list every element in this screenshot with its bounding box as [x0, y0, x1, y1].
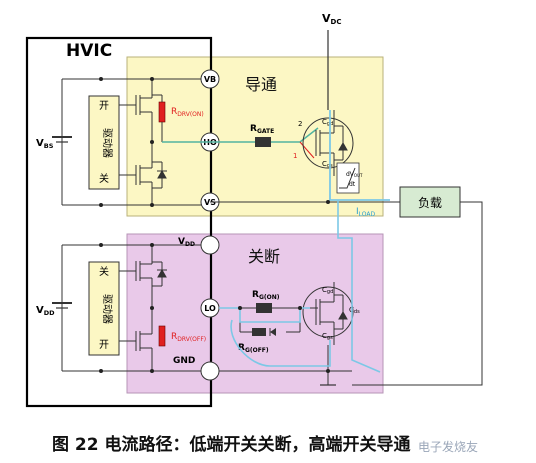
- low-cgd-label: Cgd: [322, 286, 333, 295]
- high-side-title: 导通: [245, 75, 277, 94]
- high-driver-transistors: [119, 79, 167, 205]
- low-driver-off: 关: [99, 265, 109, 278]
- iload-label: ILOAD: [356, 207, 376, 218]
- watermark: 电子发烧友: [418, 440, 479, 454]
- low-driver-transistors: [119, 245, 167, 371]
- pin-gnd-circle: [200, 361, 220, 381]
- rg-on-resistor: [256, 303, 272, 313]
- hvic-label: HVIC: [66, 41, 112, 61]
- arrow-1-label: 1: [293, 152, 297, 160]
- high-driver-box: [88, 95, 120, 190]
- pin-vb-circle: [200, 69, 220, 89]
- low-driver-on: 开: [99, 340, 109, 351]
- figure-caption: 图 22 电流路径：低端开关关断，高端开关导通: [52, 435, 411, 455]
- high-driver-on: 开: [99, 101, 109, 112]
- high-rdrv-resistor: [158, 101, 166, 123]
- pin-lo-label: LO: [204, 304, 216, 313]
- dvdt-num: dVOUT: [346, 171, 363, 178]
- low-side-title: 关断: [248, 247, 280, 266]
- pin-gnd-label: GND: [173, 356, 195, 366]
- pin-vdd-circle: [200, 235, 220, 255]
- rg-on-label: RG(ON): [252, 290, 280, 301]
- high-driver-name: 驱动器: [101, 128, 113, 158]
- load-return-wire: [352, 201, 483, 386]
- rgate-resistor: [255, 137, 271, 147]
- vbs-label: VBS: [36, 138, 54, 150]
- rg-off-label: RG(OFF): [238, 343, 269, 354]
- rgate-label: RGATE: [250, 124, 274, 135]
- vdd-left-label: VDD: [36, 305, 55, 317]
- low-rdrv-label: RDRV(OFF): [171, 332, 206, 343]
- pin-vb-label: VB: [204, 75, 216, 84]
- hvic-outline: [25, 36, 213, 408]
- vdc-label: VDC: [322, 12, 341, 26]
- rg-off-resistor: [252, 328, 266, 336]
- high-rdrv-label: RDRV(ON): [171, 107, 204, 118]
- dvdt-den: dt: [349, 181, 356, 188]
- low-driver-box: [88, 261, 120, 356]
- load-box: [399, 186, 461, 218]
- low-side-block: [126, 233, 384, 394]
- low-mosfet-circle: [302, 286, 354, 338]
- arrow-2-label: 2: [298, 120, 302, 128]
- low-rdrv-resistor: [158, 325, 166, 347]
- load-label: 负载: [418, 196, 442, 210]
- rg-off-diode: [270, 328, 276, 336]
- high-mosfet-circle: [302, 117, 354, 169]
- junction-dots: [99, 77, 330, 373]
- low-cgs-label: Cgs: [322, 332, 333, 341]
- pin-vdd-label: VDD: [178, 237, 195, 248]
- high-current-path: [329, 110, 390, 201]
- high-driver-off: 关: [99, 172, 109, 185]
- low-driver-name: 驱动器: [101, 294, 113, 324]
